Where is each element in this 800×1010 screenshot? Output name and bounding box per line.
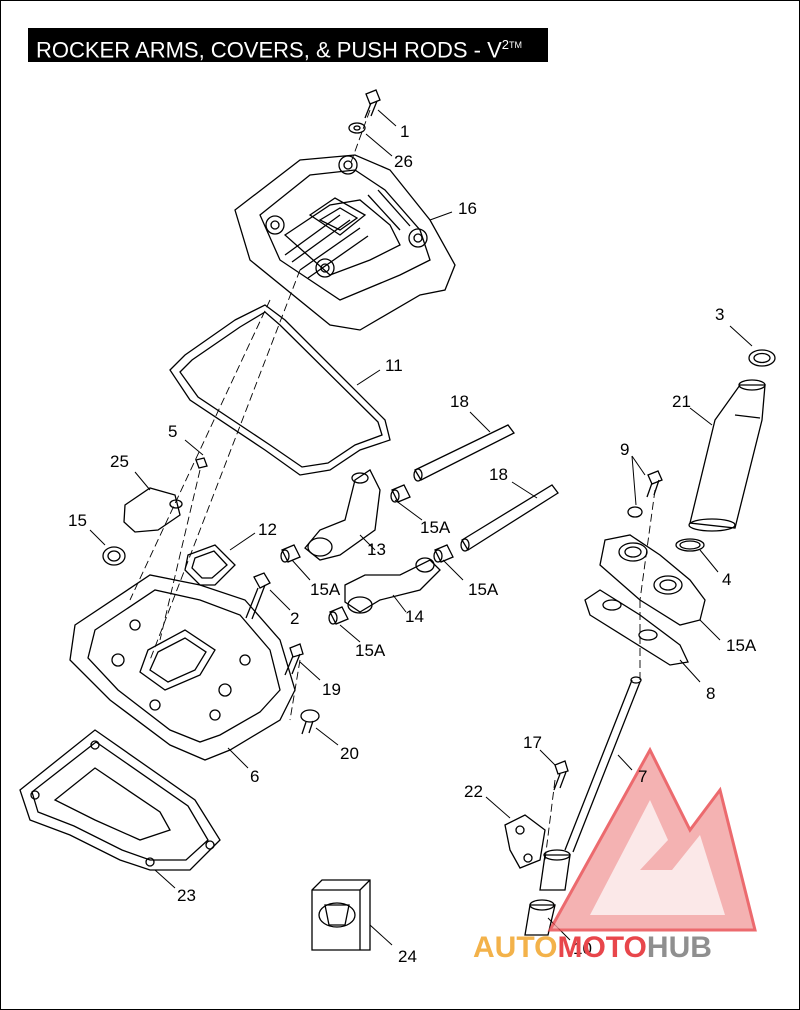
- callout-22: 7: [638, 767, 647, 786]
- callout-6: 20: [340, 744, 359, 763]
- callout-14: 14: [405, 607, 424, 626]
- callout-7: 17: [523, 733, 542, 752]
- callout-2: 2: [290, 609, 299, 628]
- callout-15A-d: 15A: [355, 641, 386, 660]
- lifter-gasket-part: [584, 589, 689, 666]
- rocker-arm-14-part: [344, 557, 441, 614]
- title-superscript: 2: [501, 37, 509, 52]
- base-gasket-part: [19, 729, 221, 871]
- callout-25: 25: [110, 452, 129, 471]
- callout-23: 22: [464, 782, 483, 801]
- lifter-cover-part: [599, 534, 706, 626]
- rocker-cover-part: [234, 154, 456, 331]
- callout-8: 19: [322, 680, 341, 699]
- callout-15A-b: 15A: [310, 580, 341, 599]
- callout-15A-c: 15A: [468, 580, 499, 599]
- bushing-parts: [280, 484, 454, 625]
- title-text: ROCKER ARMS, COVERS, & PUSH RODS - V: [36, 37, 502, 63]
- callout-24: 10: [573, 939, 592, 958]
- callout-5: 5: [168, 422, 177, 441]
- callout-16: 16: [458, 199, 477, 218]
- svg-text:AUTOMOTOHUB: AUTOMOTOHUB: [473, 931, 712, 964]
- grommet-15-part: [102, 546, 126, 566]
- callout-15A-a: 15A: [420, 518, 451, 537]
- callout-10A: 24: [398, 947, 417, 966]
- rocker-shaft-parts: [413, 424, 559, 552]
- callout-26: 26: [394, 152, 413, 171]
- pushrod-cover-lower-part: [524, 849, 571, 936]
- bolt-1-part: [364, 89, 381, 119]
- screw-7-part: [553, 760, 569, 791]
- bolt-2-part: [245, 572, 271, 620]
- watermark-logo: [547, 746, 757, 932]
- clip-23-part: [504, 814, 546, 869]
- callout-18b: 18: [489, 465, 508, 484]
- gasket-kit-box-part: [311, 879, 371, 951]
- pushrod-cover-tube-part: [675, 349, 776, 552]
- callout-1: 1: [400, 122, 409, 141]
- callout-3: 3: [715, 305, 724, 324]
- callout-4: 4: [722, 570, 731, 589]
- callout-13: 13: [367, 540, 386, 559]
- callout-20: 8: [706, 684, 715, 703]
- breather-cover-part: [123, 457, 208, 533]
- callout-12: 12: [258, 520, 277, 539]
- rocker-housing-part: [69, 574, 296, 761]
- trademark-mark: TM: [508, 40, 522, 50]
- leader-lines: [89, 109, 753, 946]
- callout-10: 23: [177, 886, 196, 905]
- callout-9: 9: [620, 440, 629, 459]
- watermark-hub: HUB: [647, 931, 712, 964]
- callout-15: 15: [68, 511, 87, 530]
- bolt-8-part: [284, 643, 304, 676]
- callout-21: 21: [672, 392, 691, 411]
- watermark-text: AUTOMOTOHUB: [473, 931, 712, 964]
- callout-19: 15A: [726, 636, 757, 655]
- callout-11: 11: [385, 356, 403, 375]
- pushrod-part: [564, 676, 642, 853]
- watermark-auto: AUTO: [473, 931, 557, 964]
- breather-gasket-part: [184, 544, 236, 586]
- screw-9-part: [627, 470, 663, 518]
- callout-18a: 18: [450, 392, 469, 411]
- bolt-6-part: [300, 709, 320, 735]
- rocker-arm-13-part: [304, 469, 381, 561]
- callout-17: 6: [250, 767, 259, 786]
- title-bar: ROCKER ARMS, COVERS, & PUSH RODS - V2TM: [28, 28, 548, 62]
- cover-gasket-part: [169, 304, 391, 476]
- watermark-moto: MOTO: [557, 931, 646, 964]
- washer-26-part: [348, 122, 366, 134]
